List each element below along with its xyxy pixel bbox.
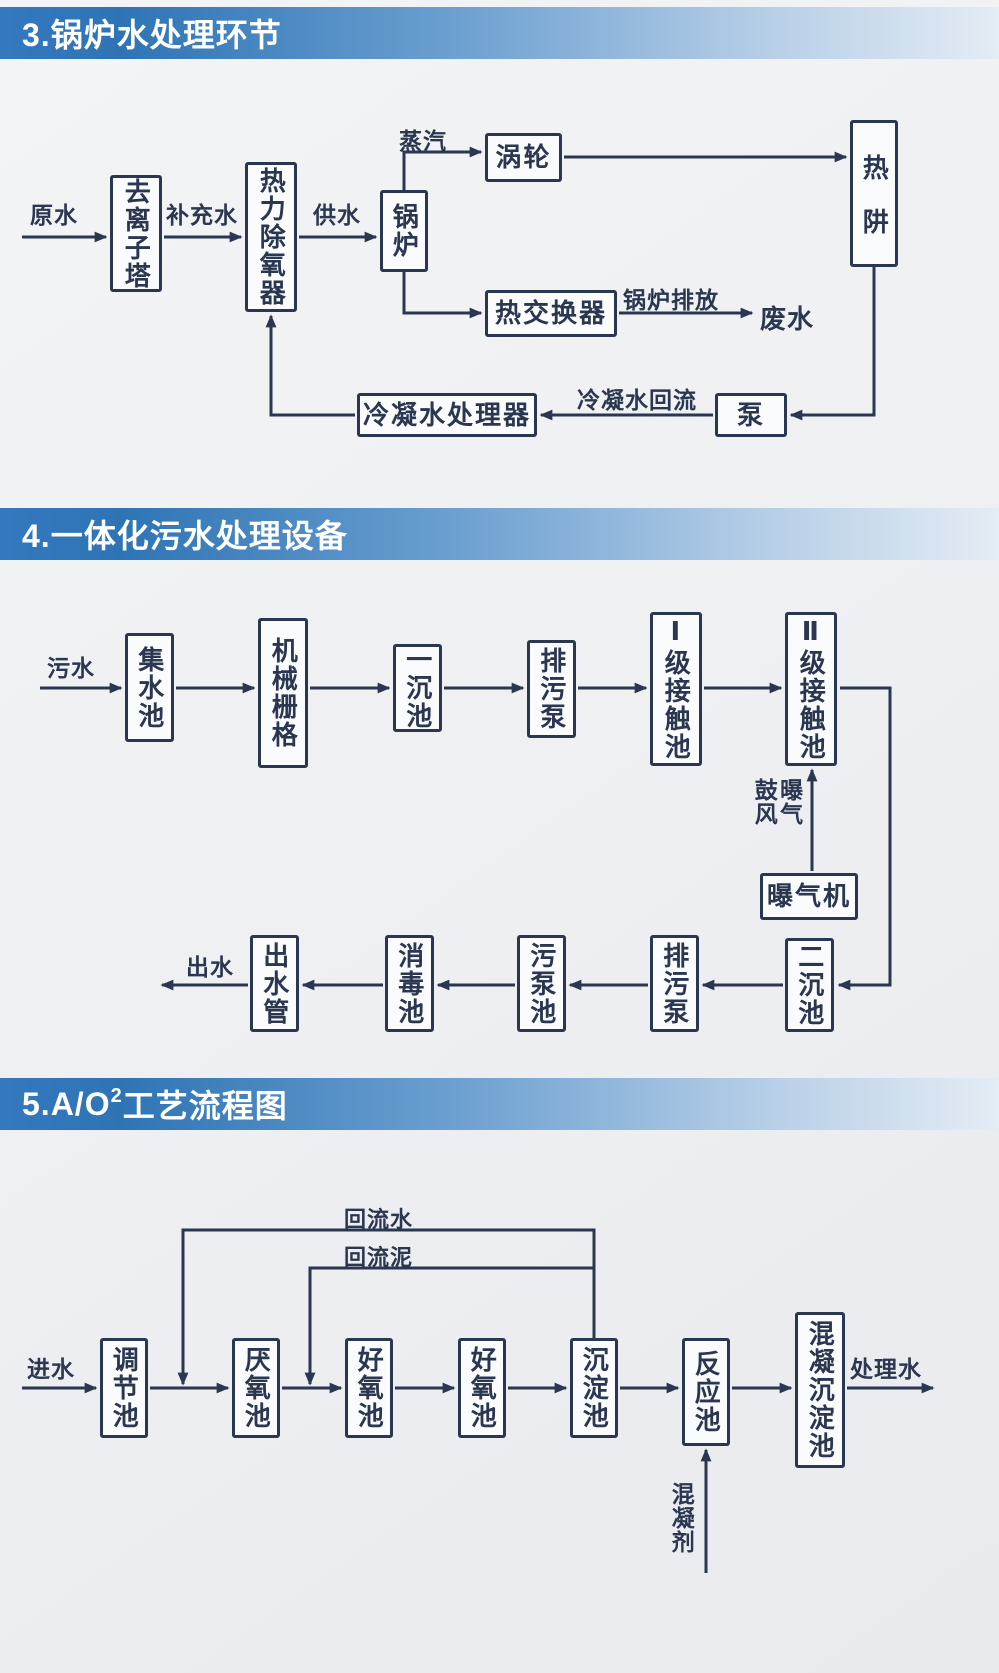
section5-title-post: 工艺流程图 — [122, 1088, 288, 1124]
box-sewage-pump-top: 排污泵 — [527, 640, 576, 738]
label-blast-aeration: 鼓风曝气 — [751, 778, 803, 826]
box-turbine: 涡轮 — [485, 133, 562, 182]
box-reaction-tank: 反应池 — [682, 1338, 730, 1446]
section5-title-sup: 2 — [110, 1085, 123, 1107]
box-heat-sink: 热阱 — [850, 120, 898, 267]
section4-header: 4.一体化污水处理设备 — [0, 508, 999, 560]
box-pump: 泵 — [715, 393, 787, 437]
box-sludge-pump-tank: 污泵池 — [517, 935, 566, 1032]
box-regulating-tank: 调节池 — [100, 1338, 148, 1438]
label-treated-water: 处理水 — [850, 1356, 922, 1382]
box-settling-tank: 沉淀池 — [570, 1338, 618, 1438]
box-condensate-processor: 冷凝水处理器 — [357, 393, 537, 437]
box-contact-tank-2: Ⅱ级接触池 — [785, 612, 837, 766]
box-outlet-pipe: 出水管 — [250, 935, 299, 1032]
box-coagulation-settling-tank: 混凝沉淀池 — [795, 1312, 845, 1468]
section3-header: 3.锅炉水处理环节 — [0, 7, 999, 59]
label-supply-water: 供水 — [313, 202, 361, 228]
label-outflow: 出水 — [186, 954, 234, 980]
label-sewage: 污水 — [47, 655, 95, 681]
box-collecting-tank: 集水池 — [125, 633, 174, 742]
box-deionizer-tower: 去离子塔 — [110, 175, 162, 292]
box-mechanical-grid: 机械栅格 — [258, 618, 308, 768]
box-thermal-deaerator: 热力除氧器 — [245, 162, 297, 312]
box-heat-exchanger: 热交换器 — [485, 290, 617, 337]
box-contact-tank-1: Ⅰ级接触池 — [650, 612, 702, 766]
label-coagulant: 混凝剂 — [668, 1482, 695, 1554]
label-return-sludge: 回流泥 — [344, 1245, 414, 1270]
box-aerator: 曝气机 — [760, 873, 858, 920]
section4-title: 4.一体化污水处理设备 — [22, 518, 348, 554]
label-steam: 蒸汽 — [399, 128, 447, 154]
label-boiler-discharge: 锅炉排放 — [623, 287, 719, 313]
box-primary-settling-tank: 一沉池 — [393, 644, 442, 732]
box-sewage-pump-bottom: 排污泵 — [650, 935, 699, 1032]
label-raw-water: 原水 — [30, 202, 78, 228]
section3-title: 3.锅炉水处理环节 — [22, 17, 282, 53]
label-waste-water: 废水 — [760, 304, 815, 334]
box-boiler: 锅炉 — [380, 190, 428, 272]
box-anaerobic-tank: 厌氧池 — [232, 1338, 280, 1438]
box-aerobic-tank-2: 好氧池 — [458, 1338, 506, 1438]
label-condensate-return: 冷凝水回流 — [577, 387, 697, 413]
box-secondary-settling-tank: 二沉池 — [785, 938, 834, 1032]
section5-title-pre: 5.A/O — [22, 1085, 111, 1122]
label-makeup-water: 补充水 — [166, 202, 238, 228]
label-return-water: 回流水 — [344, 1207, 414, 1232]
box-disinfection-tank: 消毒池 — [385, 935, 434, 1032]
label-inflow: 进水 — [27, 1356, 75, 1382]
box-aerobic-tank-1: 好氧池 — [345, 1338, 393, 1438]
